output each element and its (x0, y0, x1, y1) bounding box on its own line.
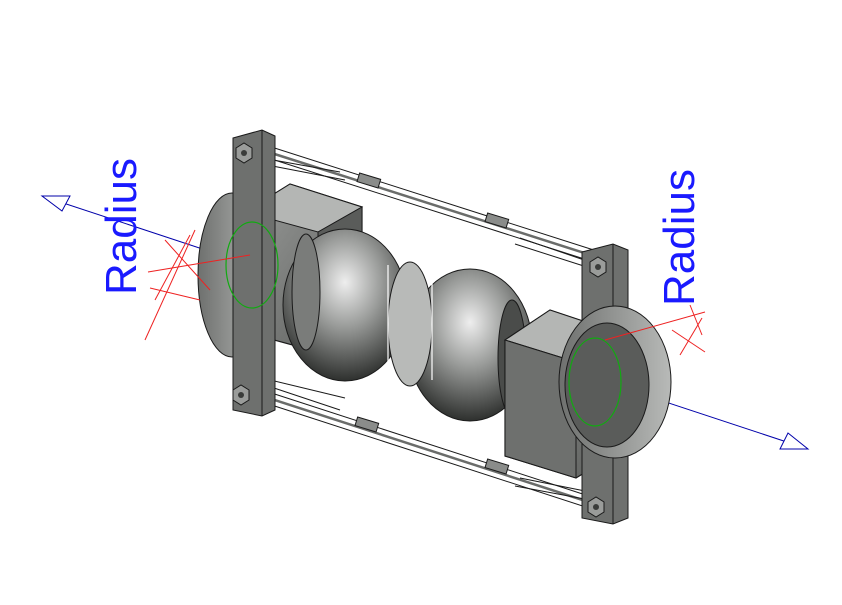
hex-nut-icon (589, 256, 607, 278)
left-radius-circle (225, 221, 279, 309)
hex-nut-icon (587, 496, 605, 518)
tie-rods (249, 143, 601, 512)
right-reference-lines (604, 304, 706, 356)
right-flange-assembly (503, 243, 672, 525)
rod-couplings (354, 172, 510, 475)
expansion-bellows (282, 228, 533, 422)
right-radius-label: Radius (655, 169, 704, 306)
hex-nut-icon (235, 142, 253, 164)
left-radius-label: Radius (97, 158, 146, 295)
axis-arrow-left-icon (40, 195, 71, 212)
hex-nut-icon (232, 384, 250, 406)
right-radius-circle (568, 337, 622, 427)
axis-arrow-right-icon (779, 432, 810, 450)
left-reference-lines (144, 229, 251, 341)
